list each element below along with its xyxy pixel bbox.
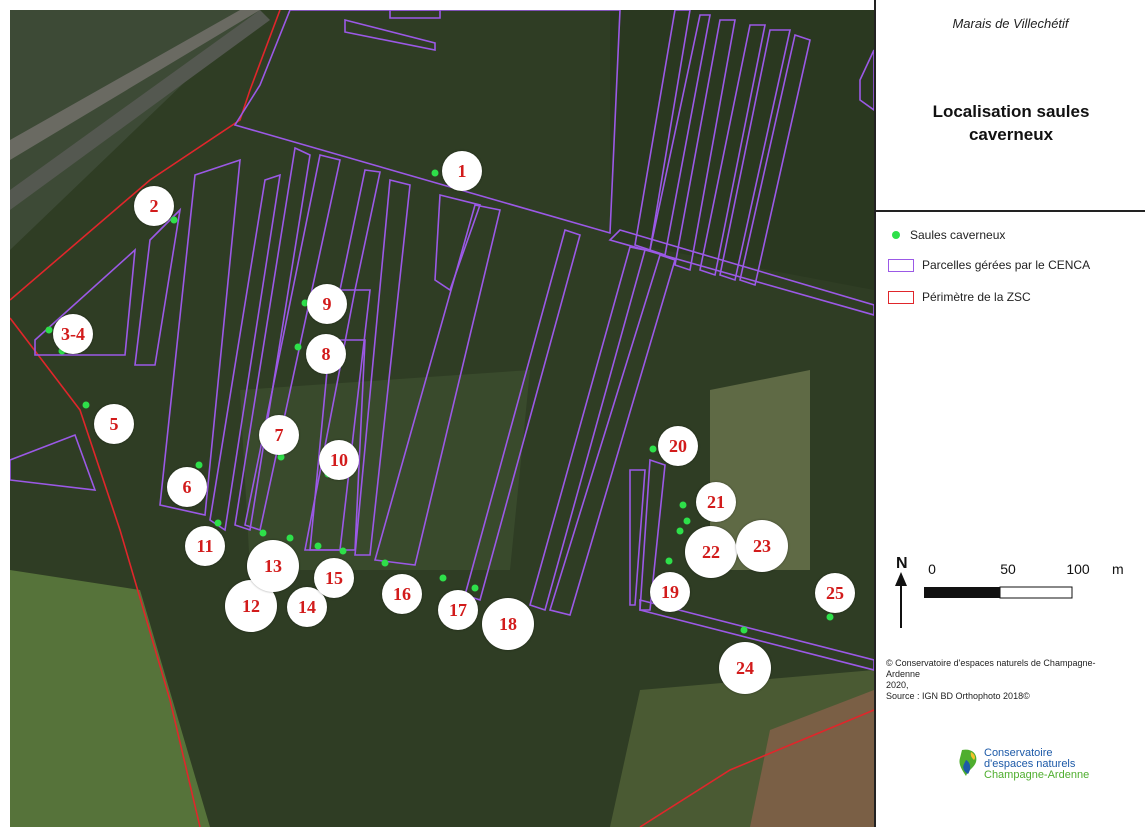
legend-item-zsc: Périmètre de la ZSC [888,290,1031,304]
logo-line: d'espaces naturels [984,758,1076,770]
legend-item-willows: Saules caverneux [888,228,1005,242]
forest-northeast [610,10,874,290]
railway-track-2 [10,10,270,210]
willow-point[interactable] [381,559,389,567]
willow-point[interactable] [339,547,347,555]
willow-label-25[interactable]: 25 [815,573,855,613]
credits: © Conservatoire d'espaces naturels de Ch… [886,658,1141,702]
credit-line: © Conservatoire d'espaces naturels de Ch… [886,658,1096,668]
willow-point[interactable] [665,557,673,565]
scale-and-north: N 0 50 100 m [895,555,1124,628]
willow-label-20[interactable]: 20 [658,426,698,466]
credit-line: Source : IGN BD Orthophoto 2018© [886,691,1030,701]
willow-label-24[interactable]: 24 [719,642,771,694]
willow-point[interactable] [259,529,267,537]
north-label: N [896,555,908,572]
meadow-west [10,570,210,827]
willow-point[interactable] [439,574,447,582]
willow-label-17[interactable]: 17 [438,590,478,630]
railway-track [10,10,260,160]
north-arrowhead-icon [895,572,907,586]
legend-label: Périmètre de la ZSC [922,290,1031,304]
willow-point[interactable] [471,584,479,592]
willow-point[interactable] [195,461,203,469]
willow-label-2[interactable]: 2 [134,186,174,226]
willow-label-8[interactable]: 8 [306,334,346,374]
credit-line: 2020, [886,680,909,690]
map-canvas [10,10,874,827]
aerial-map[interactable]: 1 2 3-4 5 6 7 8 9 10 11 12 13 14 15 16 1… [10,10,874,827]
legend-label: Saules caverneux [910,228,1006,242]
willow-point[interactable] [170,216,178,224]
willow-point[interactable] [294,343,302,351]
willow-point[interactable] [740,626,748,634]
willow-label-6[interactable]: 6 [167,467,207,507]
scale-tick-0: 0 [928,561,936,577]
willow-point[interactable] [301,299,309,307]
clearing [710,370,810,570]
willow-label-9[interactable]: 9 [307,284,347,324]
willow-label-23[interactable]: 23 [736,520,788,572]
willow-label-11[interactable]: 11 [185,526,225,566]
willow-point[interactable] [683,517,691,525]
logo-line: Conservatoire [984,747,1053,759]
willow-label-21[interactable]: 21 [696,482,736,522]
cenca-parcels [10,10,874,671]
willow-point[interactable] [826,613,834,621]
willow-label-7[interactable]: 7 [259,415,299,455]
site-name: Marais de Villechétif [952,16,1069,31]
willow-label-18[interactable]: 18 [482,598,534,650]
forest-centre [240,370,530,570]
willow-point[interactable] [82,401,90,409]
willow-label-12[interactable]: 12 [225,580,277,632]
red-box-icon [888,290,914,304]
scale-segment-dark [924,587,1000,598]
willow-point[interactable] [679,501,687,509]
map-title: Localisation saules caverneux [932,102,1090,144]
scale-unit: m [1112,561,1124,577]
willow-point[interactable] [277,453,285,461]
cen-logo-icon [959,749,977,776]
scale-tick-50: 50 [1000,561,1016,577]
willow-label-1[interactable]: 1 [442,151,482,191]
legend-panel: Marais de Villechétif Localisation saule… [874,0,1145,827]
cen-logo-text: Conservatoire d'espaces naturels Champag… [984,748,1089,781]
willow-point[interactable] [676,527,684,535]
purple-box-icon [888,258,914,272]
willow-label-16[interactable]: 16 [382,574,422,614]
willow-label-5[interactable]: 5 [94,404,134,444]
willow-label-19[interactable]: 19 [650,572,690,612]
legend-label: Parcelles gérées par le CENCA [922,258,1091,272]
credit-line: Ardenne [886,669,921,679]
willow-point[interactable] [214,519,222,527]
legend-item-parcels: Parcelles gérées par le CENCA [888,258,1090,272]
willow-point[interactable] [286,534,294,542]
title-box: Marais de Villechétif Localisation saule… [876,0,1145,212]
willow-label-14[interactable]: 14 [287,587,327,627]
scale-segment-light [999,586,1073,599]
plowed-field [750,690,874,827]
zsc-perimeter [10,10,874,827]
green-dot-icon [892,231,900,239]
scale-tick-100: 100 [1066,561,1090,577]
willow-point[interactable] [431,169,439,177]
willow-label-22[interactable]: 22 [685,526,737,578]
willow-point[interactable] [314,542,322,550]
willow-label-10[interactable]: 10 [319,440,359,480]
willow-label-3-4[interactable]: 3-4 [53,314,93,354]
willow-point[interactable] [649,445,657,453]
willow-label-13[interactable]: 13 [247,540,299,592]
willow-point[interactable] [45,326,53,334]
willow-label-15[interactable]: 15 [314,558,354,598]
cen-logo: Conservatoire d'espaces naturels Champag… [958,748,1089,781]
logo-line: Champagne-Ardenne [984,769,1090,781]
